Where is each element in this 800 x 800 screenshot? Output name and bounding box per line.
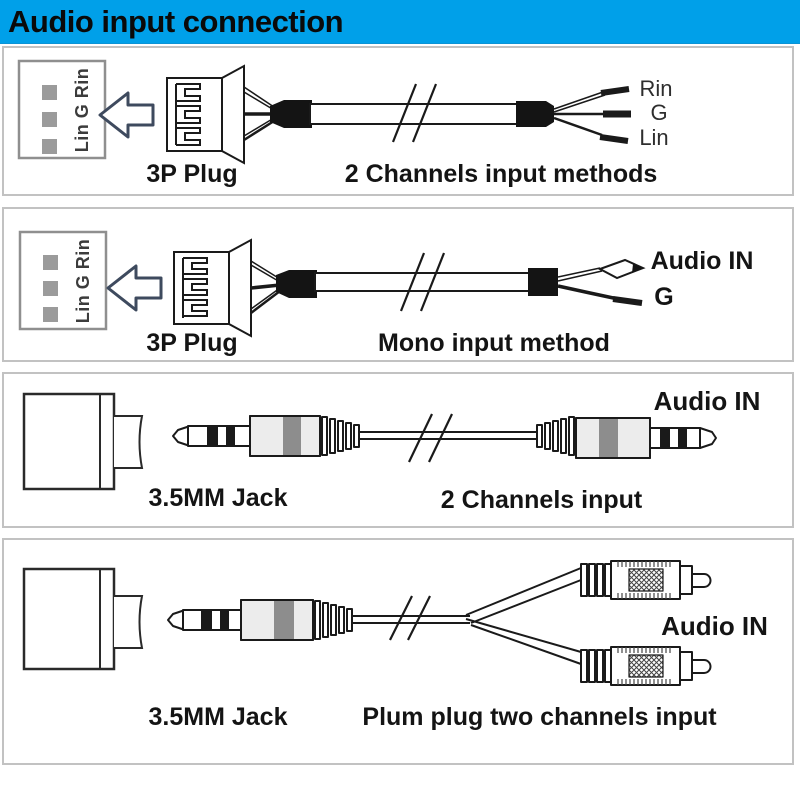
- 3p-plug-drawing: [173, 238, 252, 338]
- page-title: Audio input connection: [8, 3, 344, 39]
- connector-label: 3P Plug: [146, 160, 238, 188]
- cable-break-mark: [391, 83, 438, 143]
- section-2-drawing: [18, 230, 646, 338]
- cable-sleeve-right: [516, 101, 554, 127]
- cable-sleeve-left: [276, 270, 317, 298]
- method-label: 2 Channels input: [440, 486, 643, 514]
- wire-fan-left: [243, 86, 275, 142]
- left-arrow-icon: [106, 264, 163, 312]
- jack-socket-drawing: [22, 392, 144, 491]
- section-4-drawing: [22, 560, 712, 686]
- wire-label-audio-in: Audio IN: [661, 611, 768, 641]
- socket-box-drawing: [18, 230, 108, 331]
- 3p-plug-drawing: [166, 64, 245, 165]
- socket-box-drawing: [17, 59, 107, 160]
- rca-plug-top-drawing: [580, 560, 712, 600]
- cable: [360, 431, 540, 440]
- section-3-drawing: [22, 392, 717, 491]
- cable-sleeve-left: [270, 100, 312, 128]
- cable: [352, 615, 470, 624]
- wire-label-audio-in: Audio IN: [653, 386, 761, 416]
- cable: [309, 103, 521, 125]
- plug-35mm-left-drawing: [172, 415, 360, 457]
- wire-fan-right: [553, 86, 631, 144]
- wire-fan-left: [250, 260, 281, 314]
- left-arrow-icon: [98, 91, 155, 139]
- title-bar: Audio input connection: [0, 0, 800, 44]
- section-2-channels-jack: Audio IN 3.5MM Jack 2 Channels input: [2, 372, 794, 528]
- connector-label: 3.5MM Jack: [148, 484, 288, 512]
- section-2-channels-methods: Lin G Rin Rin G Lin 3P Plug 2 Channels i…: [2, 46, 794, 196]
- mono-wire-drawing: [557, 258, 646, 306]
- section-mono-method: Lin G Rin Audio IN G 3P Plug Mono input …: [2, 207, 794, 362]
- socket-pin-label: Lin G Rin: [72, 67, 92, 153]
- y-split-drawing: [465, 567, 582, 665]
- section-1-drawing: [17, 59, 631, 165]
- connector-label: 3P Plug: [146, 329, 238, 357]
- cable-break-mark: [399, 252, 446, 312]
- connector-label: 3.5MM Jack: [148, 703, 288, 731]
- plug-35mm-left-drawing: [167, 599, 353, 641]
- cable: [314, 272, 531, 292]
- cable-break-mark: [408, 413, 453, 463]
- socket-pin-label: Lin G Rin: [73, 238, 93, 324]
- method-label: 2 Channels input methods: [344, 160, 658, 188]
- wire-label-g: G: [650, 100, 668, 125]
- wire-label-lin: Lin: [639, 125, 669, 150]
- cable-sleeve-right: [528, 268, 558, 296]
- plug-35mm-right-drawing: [536, 416, 717, 459]
- method-label: Mono input method: [378, 329, 610, 357]
- wire-label-audio-in: Audio IN: [650, 247, 754, 275]
- method-label: Plum plug two channels input: [362, 703, 717, 731]
- section-plum-plug: Audio IN 3.5MM Jack Plum plug two channe…: [2, 538, 794, 765]
- wire-label-rin: Rin: [639, 76, 673, 101]
- cable-break-mark: [389, 595, 431, 641]
- jack-socket-drawing: [22, 567, 144, 671]
- rca-plug-bottom-drawing: [580, 646, 712, 686]
- wire-label-g: G: [654, 283, 674, 311]
